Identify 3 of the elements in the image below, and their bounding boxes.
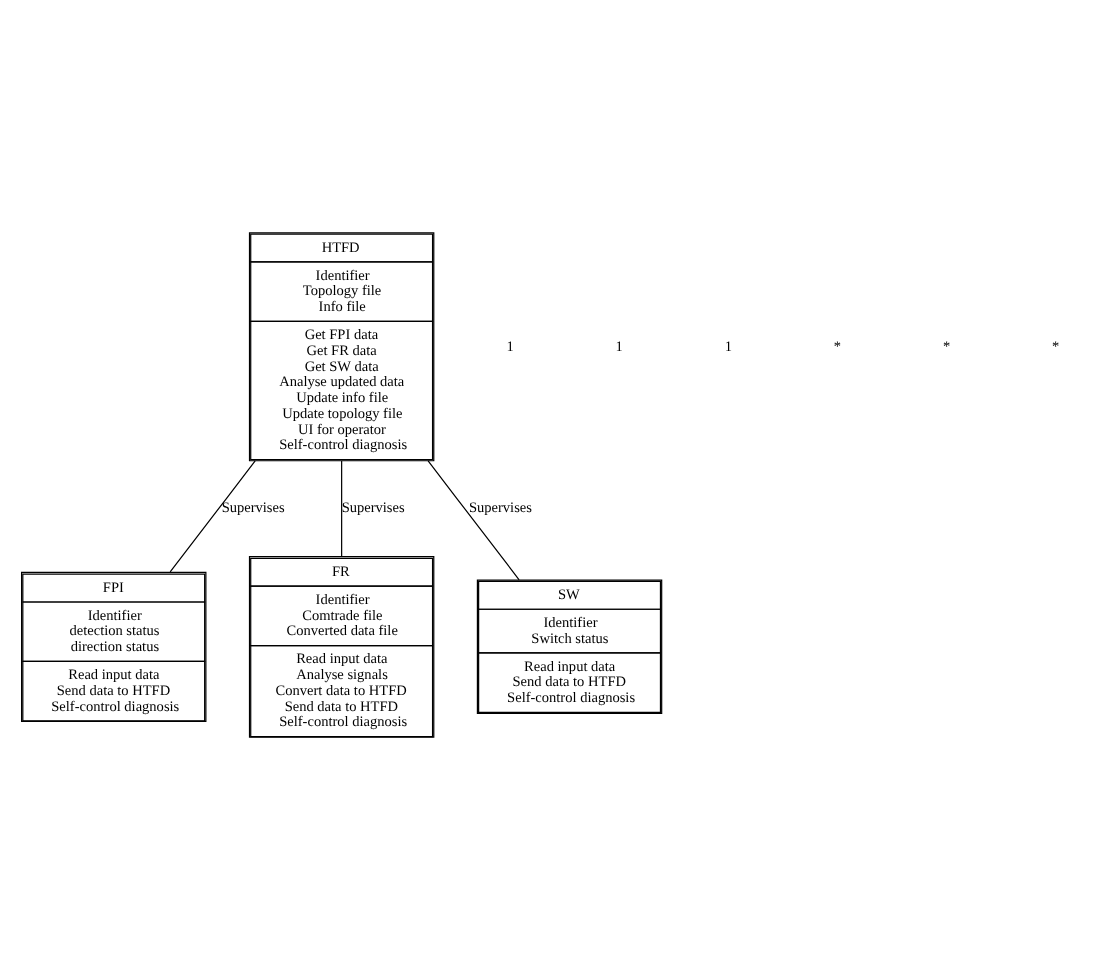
connector <box>169 459 256 572</box>
connector <box>341 459 343 556</box>
connector <box>427 459 520 580</box>
